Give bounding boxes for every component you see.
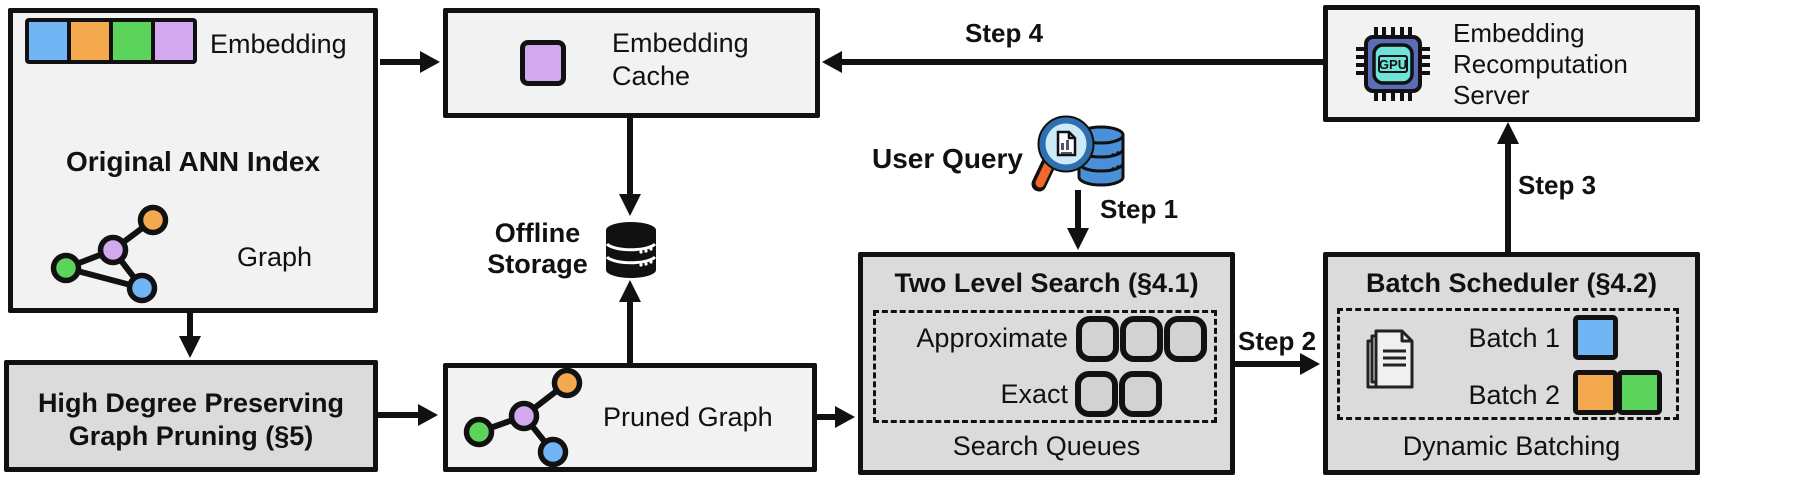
- pruned-graph-label: Pruned Graph: [603, 402, 773, 432]
- embedding-cell-orange: [71, 22, 109, 60]
- embedding-label: Embedding: [210, 29, 347, 59]
- search-queues-label: Search Queues: [952, 431, 1141, 461]
- step4-label: Step 4: [965, 18, 1044, 48]
- arrowhead: [418, 404, 438, 426]
- exact-label: Exact: [1000, 379, 1068, 409]
- gpu-text: GPU: [1379, 57, 1407, 72]
- arrowhead: [1067, 228, 1089, 250]
- arrow-prunedgraph-to-search: [817, 414, 837, 420]
- offline-storage-database-icon: [605, 222, 657, 278]
- queue-slot-icon: [1075, 371, 1118, 417]
- pruned-graph-box: Pruned Graph: [443, 363, 817, 472]
- two-level-search-box: Two Level Search (§4.1) Approximate Exac…: [858, 252, 1235, 475]
- approximate-queue-icons: [1076, 316, 1207, 362]
- step3-label: Step 3: [1518, 170, 1597, 200]
- graph-pruning-title: High Degree Preserving Graph Pruning (§5…: [37, 388, 345, 451]
- arrowhead: [822, 51, 842, 73]
- arrow-cache-to-storage: [627, 118, 633, 196]
- arrow-pruning-to-prunedgraph: [378, 412, 420, 418]
- batch-scheduler-box: Batch Scheduler (§4.2) Batch 1 Batch 2 D…: [1323, 252, 1700, 475]
- queue-slot-icon: [1119, 371, 1162, 417]
- batch-scheduler-title: Batch Scheduler (§4.2): [1365, 268, 1658, 298]
- graph-label: Graph: [237, 242, 313, 272]
- embedding-cell-green: [113, 22, 151, 60]
- graph-icon: [50, 204, 169, 304]
- batch-item-green: [1617, 370, 1662, 415]
- two-level-search-title: Two Level Search (§4.1): [894, 268, 1199, 298]
- recomputation-server-label: Embedding Recomputation Server: [1453, 18, 1628, 110]
- user-query-search-icon: [1031, 115, 1125, 192]
- arrowhead: [179, 336, 201, 358]
- user-query-label: User Query: [872, 143, 1023, 174]
- arrowhead: [1497, 122, 1519, 144]
- search-queues-dashed-box: [873, 310, 1217, 423]
- batch2-items: [1573, 370, 1662, 415]
- embedding-cell-purple: [155, 22, 193, 60]
- arrowhead: [420, 51, 440, 73]
- documents-icon: [1366, 329, 1414, 389]
- batch1-label: Batch 1: [1468, 323, 1560, 353]
- pruned-graph-icon: [463, 367, 583, 468]
- batch2-label: Batch 2: [1468, 380, 1560, 410]
- arrow-step3-scheduler-to-server: [1505, 144, 1511, 252]
- embedding-cell-blue: [29, 22, 67, 60]
- embedding-cache-box: Embedding Cache: [443, 8, 820, 118]
- graph-pruning-box: High Degree Preserving Graph Pruning (§5…: [4, 360, 378, 472]
- dynamic-batching-dashed-box: [1337, 308, 1679, 420]
- arrow-step2-search-to-scheduler: [1235, 361, 1302, 367]
- step1-label: Step 1: [1100, 194, 1179, 224]
- arrow-annindex-to-pruning: [187, 313, 193, 338]
- arrowhead: [619, 194, 641, 216]
- queue-slot-icon: [1120, 316, 1163, 362]
- arrow-step4-server-to-cache: [842, 59, 1323, 65]
- batch-item-blue: [1573, 315, 1618, 360]
- arrowhead: [619, 280, 641, 302]
- arrowhead: [835, 406, 855, 428]
- approximate-label: Approximate: [916, 323, 1068, 353]
- offline-storage-label: Offline Storage: [487, 218, 588, 279]
- recomputation-server-box: GPU Embedding Recomputation Server: [1323, 5, 1700, 122]
- ann-index-title: Original ANN Index: [65, 146, 321, 177]
- arrowhead: [1300, 353, 1320, 375]
- cached-embedding-icon: [520, 40, 566, 86]
- embedding-cache-label: Embedding Cache: [612, 28, 749, 91]
- embedding-vector-icon: [25, 18, 197, 64]
- step2-label: Step 2: [1238, 326, 1317, 356]
- dynamic-batching-label: Dynamic Batching: [1402, 431, 1621, 461]
- arrow-prunedgraph-to-storage: [627, 302, 633, 363]
- gpu-chip-icon: GPU: [1356, 27, 1430, 101]
- original-ann-index-box: Embedding Original ANN Index Graph: [8, 8, 378, 313]
- exact-queue-icons: [1075, 371, 1162, 417]
- batch-item-orange: [1573, 370, 1618, 415]
- batch1-items: [1573, 315, 1618, 360]
- arrow-annindex-to-cache: [380, 59, 422, 65]
- queue-slot-icon: [1164, 316, 1207, 362]
- arrow-step1-query-to-search: [1075, 190, 1081, 230]
- queue-slot-icon: [1076, 316, 1119, 362]
